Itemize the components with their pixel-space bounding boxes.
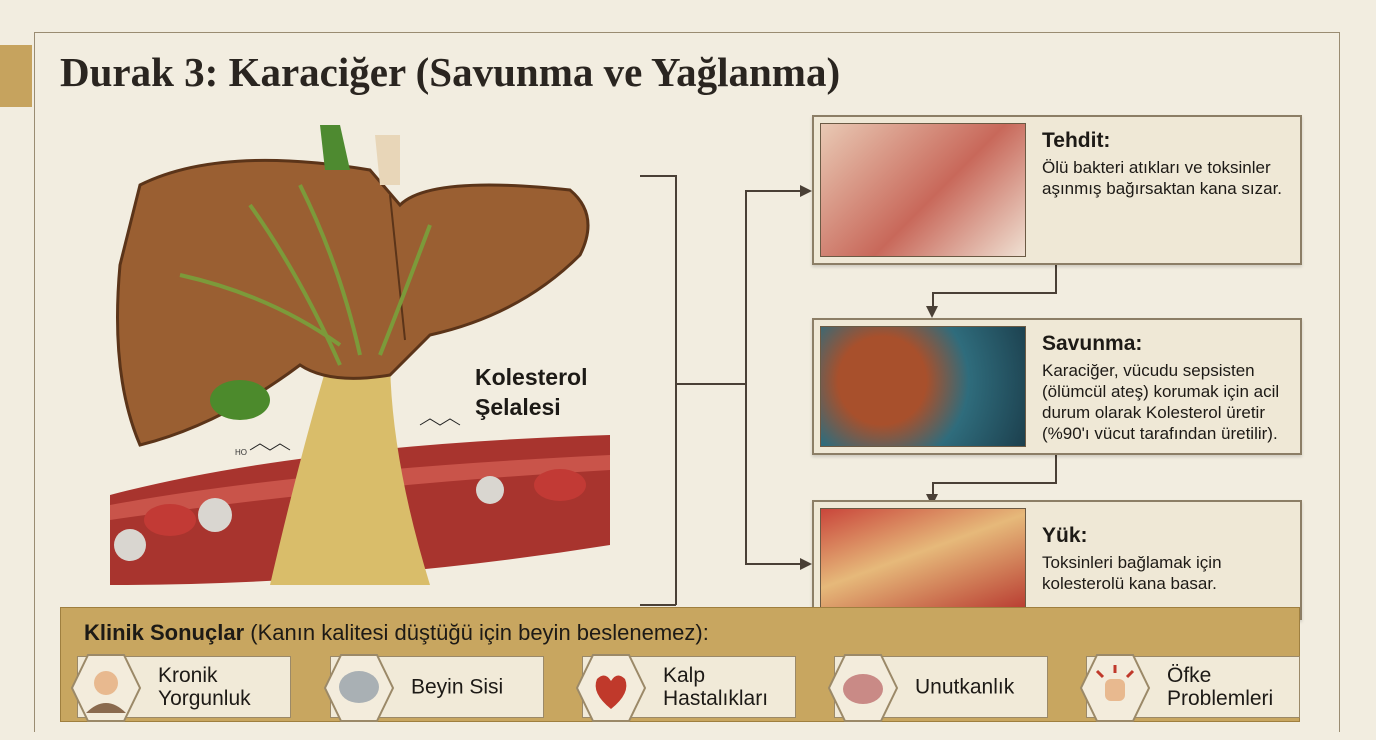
page-title: Durak 3: Karaciğer (Savunma ve Yağlanma) [60,49,841,95]
liver-illustration: HO [110,125,610,585]
connector [1055,265,1057,293]
brain-puzzle-icon [827,654,899,722]
panel-text: Ölü bakteri atıkları ve toksinler aşınmı… [1042,158,1283,198]
connector [932,482,1057,484]
blood-vessel-illustration [820,508,1026,612]
connector [1055,455,1057,483]
svg-text:HO: HO [235,448,247,457]
heart-icon [575,654,647,722]
panel-text: Karaciğer, vücudu sepsisten (ölümcül ate… [1042,361,1280,443]
symptom-label: Öfke Problemleri [1167,664,1274,710]
label-line-1: Kolesterol [475,364,588,390]
angry-fist-icon [1079,654,1151,722]
panel-text: Toksinleri bağlamak için kolesterolü kan… [1042,553,1222,593]
arrow-icon [800,185,812,197]
arrow-icon [800,558,812,570]
connector [745,190,803,192]
panel-load: Yük: Toksinleri bağlamak için kolesterolü… [812,500,1302,620]
bracket [675,175,677,605]
connector [932,292,1057,294]
intestine-bacteria-illustration [820,123,1026,257]
title-bold: Klinik Sonuçlar [84,620,245,645]
symptom-label: Kalp Hastalıkları [663,664,769,710]
label-line-2: Şelalesi [475,394,561,420]
symptom-chronic-fatigue: Kronik Yorgunluk [70,654,291,722]
arrow-down-icon [926,306,938,318]
panel-defense: Savunma: Karaciğer, vücudu sepsisten (ölü… [812,318,1302,455]
symptom-heart-disease: Kalp Hastalıkları [575,654,796,722]
liver-warning-illustration [820,326,1026,447]
cholesterol-waterfall-label: Kolesterol Şelalesi [475,362,587,422]
connector [932,292,934,308]
symptom-label: Unutkanlık [915,675,1015,699]
tired-person-icon [70,654,142,722]
title-rest: (Kanın kalitesi düştüğü için beyin besle… [244,620,709,645]
symptom-label: Kronik Yorgunluk [158,664,251,710]
bracket [640,604,676,606]
connector [745,190,747,564]
page-frame [34,32,1340,732]
title-accent-bar [0,45,32,107]
clinical-results-title: Klinik Sonuçlar (Kanın kalitesi düştüğü … [84,620,709,646]
symptom-brain-fog: Beyin Sisi [323,654,544,722]
panel-heading: Savunma: [1042,332,1143,355]
foggy-brain-icon [323,654,395,722]
connector [932,482,934,496]
panel-threat: Tehdit: Ölü bakteri atıkları ve toksinler… [812,115,1302,265]
connector [675,383,745,385]
panel-heading: Yük: [1042,524,1088,547]
symptom-forgetfulness: Unutkanlık [827,654,1048,722]
panel-heading: Tehdit: [1042,129,1111,152]
connector [745,563,803,565]
symptom-anger-problems: Öfke Problemleri [1079,654,1300,722]
symptom-label: Beyin Sisi [411,675,504,699]
bracket [640,175,676,177]
